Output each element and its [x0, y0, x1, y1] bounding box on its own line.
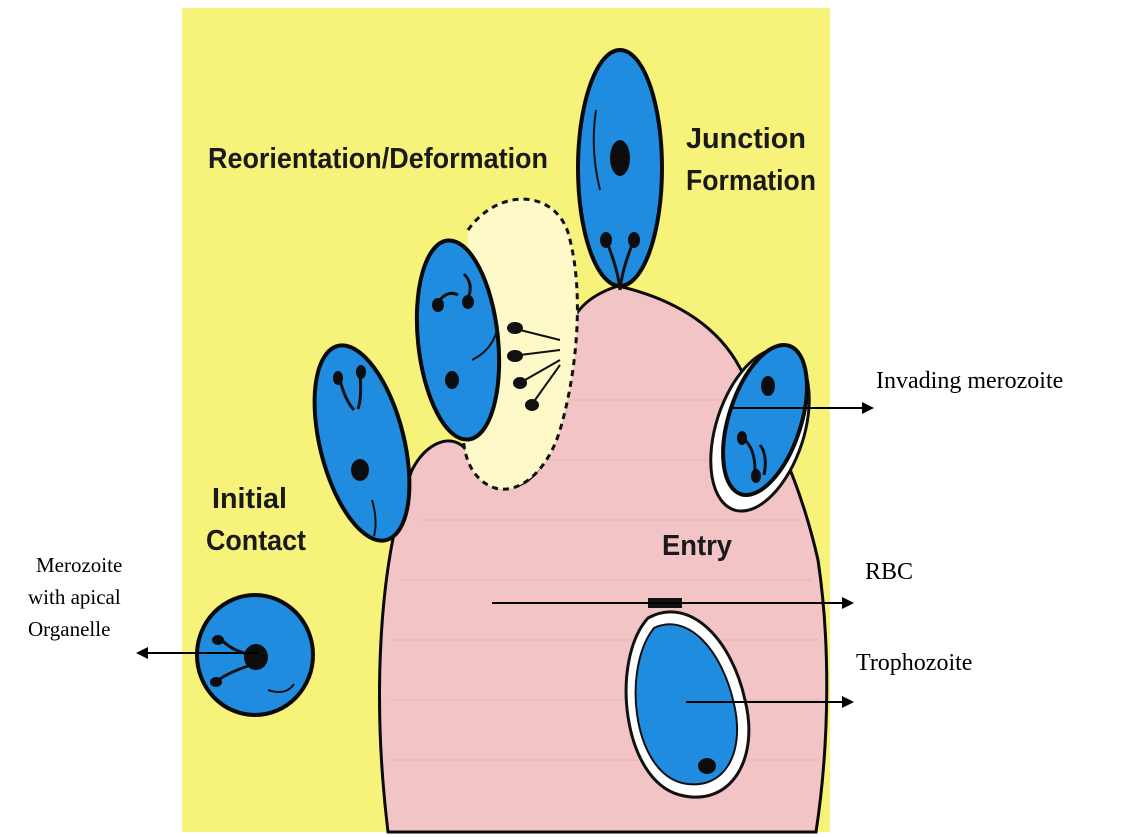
label-reorientation: Reorientation/Deformation — [208, 143, 548, 175]
callout-merozoite-line2: with apical — [28, 585, 121, 609]
callout-merozoite-line1: Merozoite — [36, 553, 122, 577]
callout-merozoite-line3: Organelle — [28, 617, 110, 641]
label-entry: Entry — [662, 530, 732, 562]
callout-trophozoite: Trophozoite — [856, 650, 972, 676]
junction-merozoite — [578, 50, 662, 290]
label-junction-line1: Junction — [686, 123, 806, 155]
callout-rbc: RBC — [865, 559, 913, 585]
callout-invading: Invading merozoite — [876, 368, 1063, 394]
label-initial-line1: Initial — [212, 483, 287, 515]
label-initial-line2: Contact — [206, 525, 306, 557]
label-junction-line2: Formation — [686, 165, 816, 197]
free-merozoite — [197, 595, 313, 715]
